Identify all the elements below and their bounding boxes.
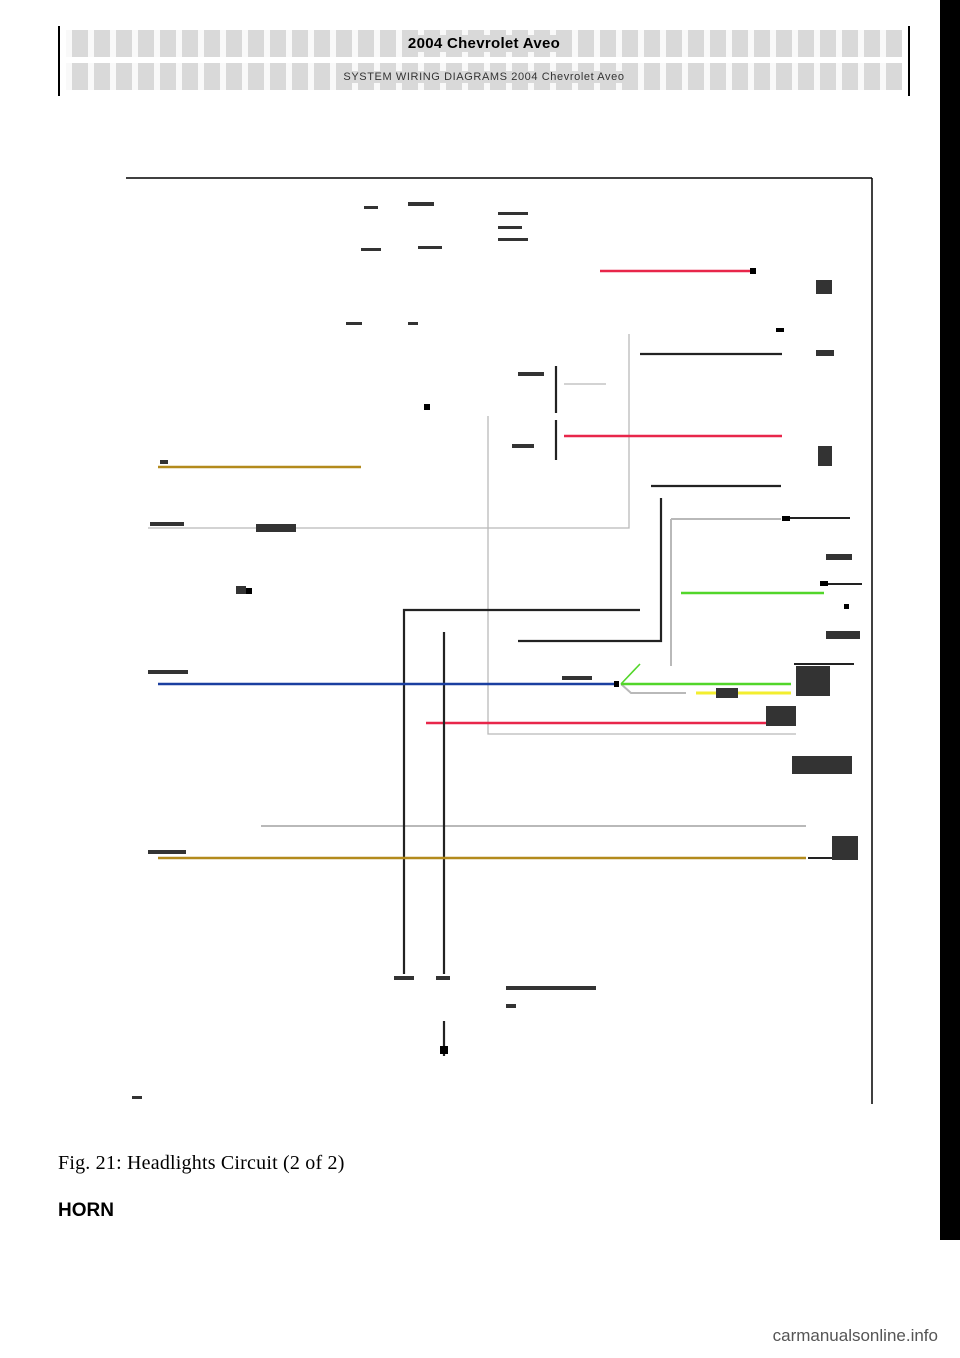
glyph-21 [148, 670, 188, 674]
glyph-26 [562, 676, 592, 680]
glyph-22 [148, 850, 186, 854]
glyph-6 [361, 248, 381, 251]
connector-mark-1 [750, 268, 756, 274]
splice-mark [614, 681, 619, 687]
glyph-17 [832, 836, 858, 860]
glyph-23 [160, 460, 168, 464]
connector-mark-5 [844, 604, 849, 609]
glyph-20 [236, 586, 246, 594]
gray-wire-1 [148, 334, 630, 529]
glyph-25 [512, 444, 534, 448]
header-subtitle: SYSTEM WIRING DIAGRAMS 2004 Chevrolet Av… [337, 70, 631, 83]
section-heading: HORN [58, 1200, 114, 1221]
glyph-27 [506, 986, 596, 990]
glyph-18 [150, 522, 184, 526]
green-wire-3 [620, 663, 641, 685]
glyph-24 [518, 372, 544, 376]
glyph-34 [766, 706, 796, 726]
relay-mark [246, 588, 252, 594]
glyph-16 [792, 756, 852, 774]
glyph-11 [816, 350, 834, 356]
header-title-band: 2004 Chevrolet Aveo [66, 30, 902, 57]
glyph-10 [816, 280, 832, 294]
glyph-14 [826, 631, 860, 639]
black-wire-3 [518, 498, 663, 643]
header-title: 2004 Chevrolet Aveo [401, 35, 567, 52]
green-wires [620, 591, 824, 686]
connector-mark-2 [776, 328, 784, 332]
black-wires [402, 352, 862, 1056]
glyph-33 [716, 688, 738, 698]
figure-caption: Fig. 21: Headlights Circuit (2 of 2) [58, 1152, 345, 1174]
glyph-7 [418, 246, 442, 249]
glyph-15 [796, 666, 830, 696]
glyph-29 [394, 976, 414, 980]
connector-mark-4 [820, 581, 828, 586]
connector-marks [246, 268, 849, 1054]
glyph-3 [498, 212, 528, 215]
gray-wire-7 [620, 683, 686, 694]
component-glyphs [132, 202, 860, 1099]
gray-wires [148, 334, 806, 827]
wiring-diagram [126, 176, 878, 1106]
glyph-30 [436, 976, 450, 980]
document-header: 2004 Chevrolet Aveo SYSTEM WIRING DIAGRA… [58, 26, 910, 96]
glyph-2 [408, 202, 434, 206]
glyph-19 [256, 524, 296, 532]
glyph-4 [498, 226, 522, 229]
page-edge-bar [940, 0, 960, 1240]
tan-wires [158, 465, 806, 860]
glyph-5 [498, 238, 528, 241]
glyph-12 [818, 446, 832, 466]
red-wires [426, 269, 791, 725]
glyph-8 [346, 322, 362, 325]
switch-mark [424, 404, 430, 410]
black-wire-4 [402, 608, 640, 974]
glyph-13 [826, 554, 852, 560]
glyph-28 [506, 1004, 516, 1008]
watermark: carmanualsonline.info [772, 1326, 938, 1345]
glyph-9 [408, 322, 418, 325]
connector-mark-3 [782, 516, 790, 521]
glyph-31 [132, 1096, 142, 1099]
glyph-1 [364, 206, 378, 209]
ground-mark [440, 1046, 448, 1054]
wiring-diagram-svg [126, 177, 873, 1104]
gray-wire-2 [487, 416, 796, 735]
header-subtitle-band: SYSTEM WIRING DIAGRAMS 2004 Chevrolet Av… [66, 63, 902, 90]
